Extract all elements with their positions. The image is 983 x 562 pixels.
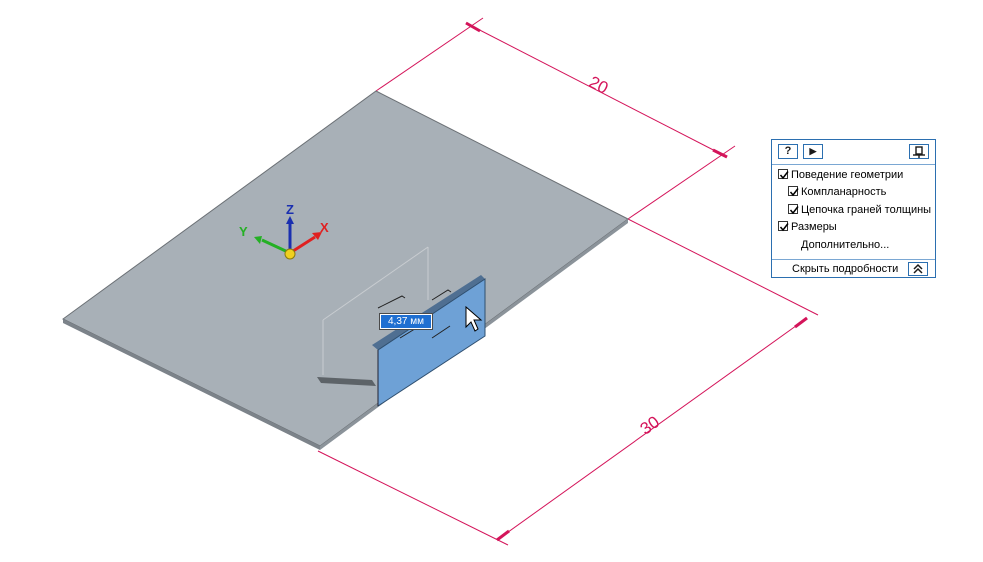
geometry-behavior-label: Поведение геометрии bbox=[791, 169, 904, 181]
collapse-button[interactable] bbox=[908, 262, 928, 276]
geometry-behavior-checkbox[interactable] bbox=[778, 169, 789, 180]
coplanarity-label: Компланарность bbox=[801, 186, 887, 198]
dimensions-label: Размеры bbox=[791, 221, 837, 233]
geometry-behavior-option[interactable]: Поведение геометрии bbox=[778, 167, 903, 183]
dimension-length-label[interactable]: 30 bbox=[637, 412, 663, 438]
dimensions-checkbox[interactable] bbox=[778, 221, 789, 232]
command-options-panel: ? ▶ Поведение геометрии Компланарность Ц… bbox=[771, 139, 936, 278]
help-button[interactable]: ? bbox=[778, 144, 798, 159]
thickness-chain-label: Цепочка граней толщины bbox=[801, 204, 932, 216]
thickness-chain-checkbox[interactable] bbox=[788, 204, 799, 215]
flange[interactable] bbox=[317, 275, 486, 407]
dynamic-value-text[interactable]: 4,37 мм bbox=[381, 315, 431, 328]
play-button[interactable]: ▶ bbox=[803, 144, 823, 159]
pin-icon bbox=[913, 146, 925, 158]
pin-button[interactable] bbox=[909, 144, 929, 159]
panel-footer: Скрыть подробности bbox=[772, 259, 935, 279]
thickness-chain-option[interactable]: Цепочка граней толщины bbox=[788, 202, 931, 218]
dynamic-value-input[interactable]: 4,37 мм bbox=[379, 313, 433, 330]
flange-preview bbox=[322, 246, 429, 375]
axis-z-label: Z bbox=[286, 202, 294, 217]
axis-x-label: X bbox=[320, 220, 329, 235]
mouse-cursor-icon bbox=[465, 305, 483, 332]
coordinate-triad[interactable]: Z Y X bbox=[239, 202, 329, 260]
coplanarity-checkbox[interactable] bbox=[788, 186, 799, 197]
dimensions-option[interactable]: Размеры bbox=[778, 219, 837, 235]
coplanarity-option[interactable]: Компланарность bbox=[788, 184, 886, 200]
sheet-metal-plate[interactable] bbox=[62, 90, 629, 450]
dimension-width[interactable] bbox=[375, 17, 736, 220]
double-chevron-up-icon bbox=[913, 263, 923, 274]
panel-toolbar: ? ▶ bbox=[772, 140, 935, 165]
dimension-width-label[interactable]: 20 bbox=[586, 72, 611, 98]
more-options-button[interactable]: Дополнительно... bbox=[801, 239, 890, 251]
axis-y-label: Y bbox=[239, 224, 248, 239]
dimension-length[interactable] bbox=[317, 218, 819, 546]
hide-details-label[interactable]: Скрыть подробности bbox=[792, 263, 899, 275]
